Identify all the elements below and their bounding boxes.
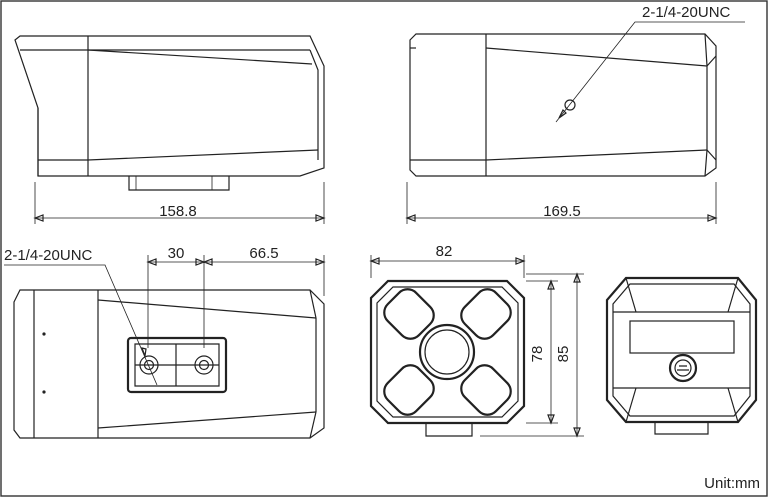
thread-label-bottom: 2-1/4-20UNC — [4, 247, 93, 264]
dim-length-top: 169.5 — [543, 203, 581, 220]
side-view — [14, 35, 326, 224]
thread-label-top: 2-1/4-20UNC — [642, 4, 731, 21]
rear-view — [605, 276, 758, 435]
front-view — [369, 255, 584, 438]
dim-width-front: 82 — [436, 243, 453, 260]
dim-height-inner: 78 — [529, 346, 546, 363]
dim-height-outer: 85 — [555, 346, 572, 363]
dim-mount-offset: 66.5 — [249, 245, 278, 262]
unit-label: Unit:mm — [704, 475, 760, 492]
top-view — [405, 21, 745, 224]
dim-mount-spacing: 30 — [168, 245, 185, 262]
dim-length-side: 158.8 — [159, 203, 197, 220]
bottom-view — [4, 255, 326, 439]
